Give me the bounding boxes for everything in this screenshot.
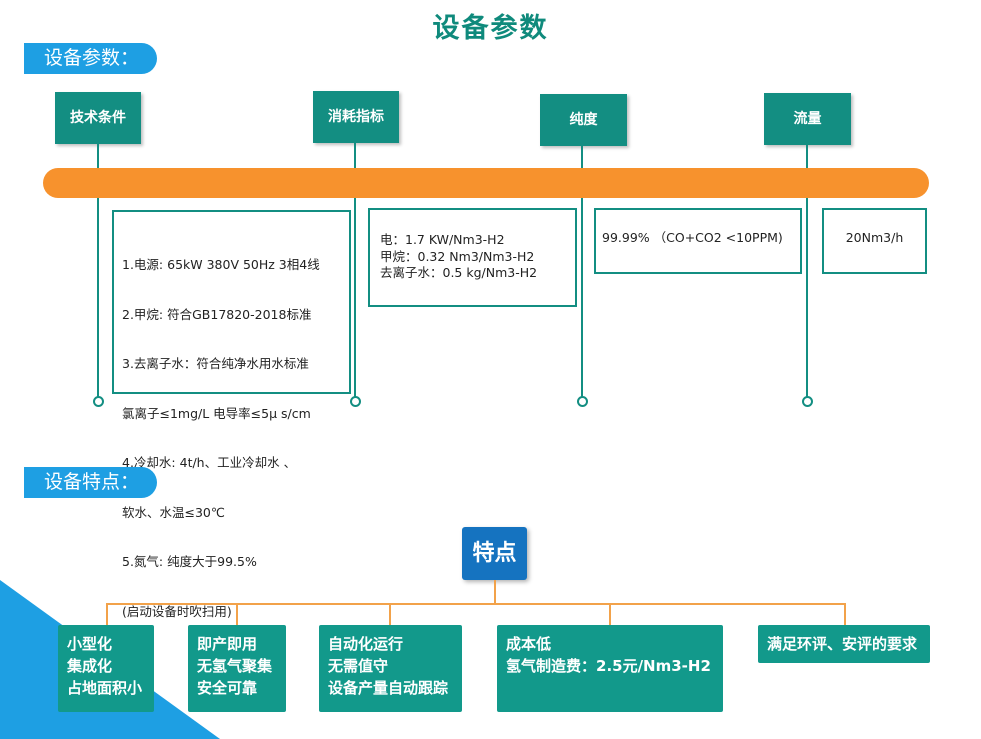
feature-line: 成本低 xyxy=(506,635,552,653)
tag-tech: 技术条件 xyxy=(55,92,141,144)
tag-consumption: 消耗指标 xyxy=(313,91,399,143)
tech-line: 2.甲烷: 符合GB17820-2018标准 xyxy=(122,306,312,322)
feature-line: 设备产量自动跟踪 xyxy=(328,679,449,697)
consumption-box: 电：1.7 KW/Nm3-H2 甲烷：0.32 Nm3/Nm3-H2 去离子水：… xyxy=(368,208,577,307)
tech-line: 5.氮气: 纯度大于99.5% xyxy=(122,554,257,569)
tech-line: 氯离子≤1mg/L 电导率≤5μ s/cm xyxy=(122,405,311,421)
tech-line: 软水、水温≤30℃ xyxy=(122,504,225,520)
feature-line: 安全可靠 xyxy=(197,679,258,697)
purity-box: 99.99% （CO+CO2 <10PPM) xyxy=(594,208,802,274)
tech-line: 4.冷却水: 4t/h、工业冷却水 、 xyxy=(122,455,297,470)
feature-line: 氢气制造费：2.5元/Nm3-H2 xyxy=(506,657,711,675)
feature-box-compliance: 满足环评、安评的要求 xyxy=(758,625,930,663)
feature-box-cost: 成本低 氢气制造费：2.5元/Nm3-H2 xyxy=(497,625,723,712)
features-center-box: 特点 xyxy=(462,527,527,580)
feature-box-automation: 自动化运行 无需值守 设备产量自动跟踪 xyxy=(319,625,462,712)
tree-horizontal xyxy=(106,603,846,605)
tree-branch xyxy=(609,603,611,625)
tech-line: 3.去离子水：符合纯净水用水标准 xyxy=(122,356,309,371)
tree-trunk xyxy=(494,580,496,604)
feature-line: 无氢气聚集 xyxy=(197,657,273,675)
tech-line: (启动设备时吹扫用) xyxy=(122,603,232,619)
tech-line: 1.电源: 65kW 380V 50Hz 3相4线 xyxy=(122,257,320,272)
tag-purity: 纯度 xyxy=(540,94,627,146)
connector-end-tech xyxy=(93,396,104,407)
connector-end-purity xyxy=(577,396,588,407)
tree-branch xyxy=(236,603,238,625)
connector-purity xyxy=(581,146,583,398)
connector-consumption xyxy=(354,143,356,398)
feature-box-safety: 即产即用 无氢气聚集 安全可靠 xyxy=(188,625,286,712)
connector-end-flow xyxy=(802,396,813,407)
consumption-line: 去离子水：0.5 kg/Nm3-H2 xyxy=(380,265,538,280)
flow-box: 20Nm3/h xyxy=(822,208,927,274)
page-title: 设备参数 xyxy=(432,13,549,44)
tree-branch xyxy=(389,603,391,625)
section-label-params: 设备参数： xyxy=(24,43,158,74)
tree-branch xyxy=(844,603,846,625)
consumption-line: 电：1.7 KW/Nm3-H2 xyxy=(380,232,505,247)
section-label-features: 设备特点： xyxy=(24,467,158,498)
consumption-line: 甲烷：0.32 Nm3/Nm3-H2 xyxy=(380,248,535,264)
timeline-bar xyxy=(43,168,929,198)
feature-line: 小型化 xyxy=(67,635,113,653)
tech-conditions-box: 1.电源: 65kW 380V 50Hz 3相4线 2.甲烷: 符合GB1782… xyxy=(112,210,351,619)
feature-box-compact: 小型化 集成化 占地面积小 xyxy=(58,625,154,712)
feature-line: 无需值守 xyxy=(328,657,389,675)
tree-branch xyxy=(106,603,108,625)
tag-flow: 流量 xyxy=(764,93,851,145)
connector-end-consumption xyxy=(350,396,361,407)
connector-flow xyxy=(806,145,808,398)
feature-line: 满足环评、安评的要求 xyxy=(767,635,918,653)
feature-line: 占地面积小 xyxy=(67,679,143,697)
feature-line: 即产即用 xyxy=(197,635,258,653)
feature-line: 自动化运行 xyxy=(328,635,404,653)
purity-value: 99.99% （CO+CO2 <10PPM) xyxy=(602,230,783,245)
feature-line: 集成化 xyxy=(67,657,113,675)
flow-value: 20Nm3/h xyxy=(845,230,904,245)
connector-tech xyxy=(97,144,99,398)
